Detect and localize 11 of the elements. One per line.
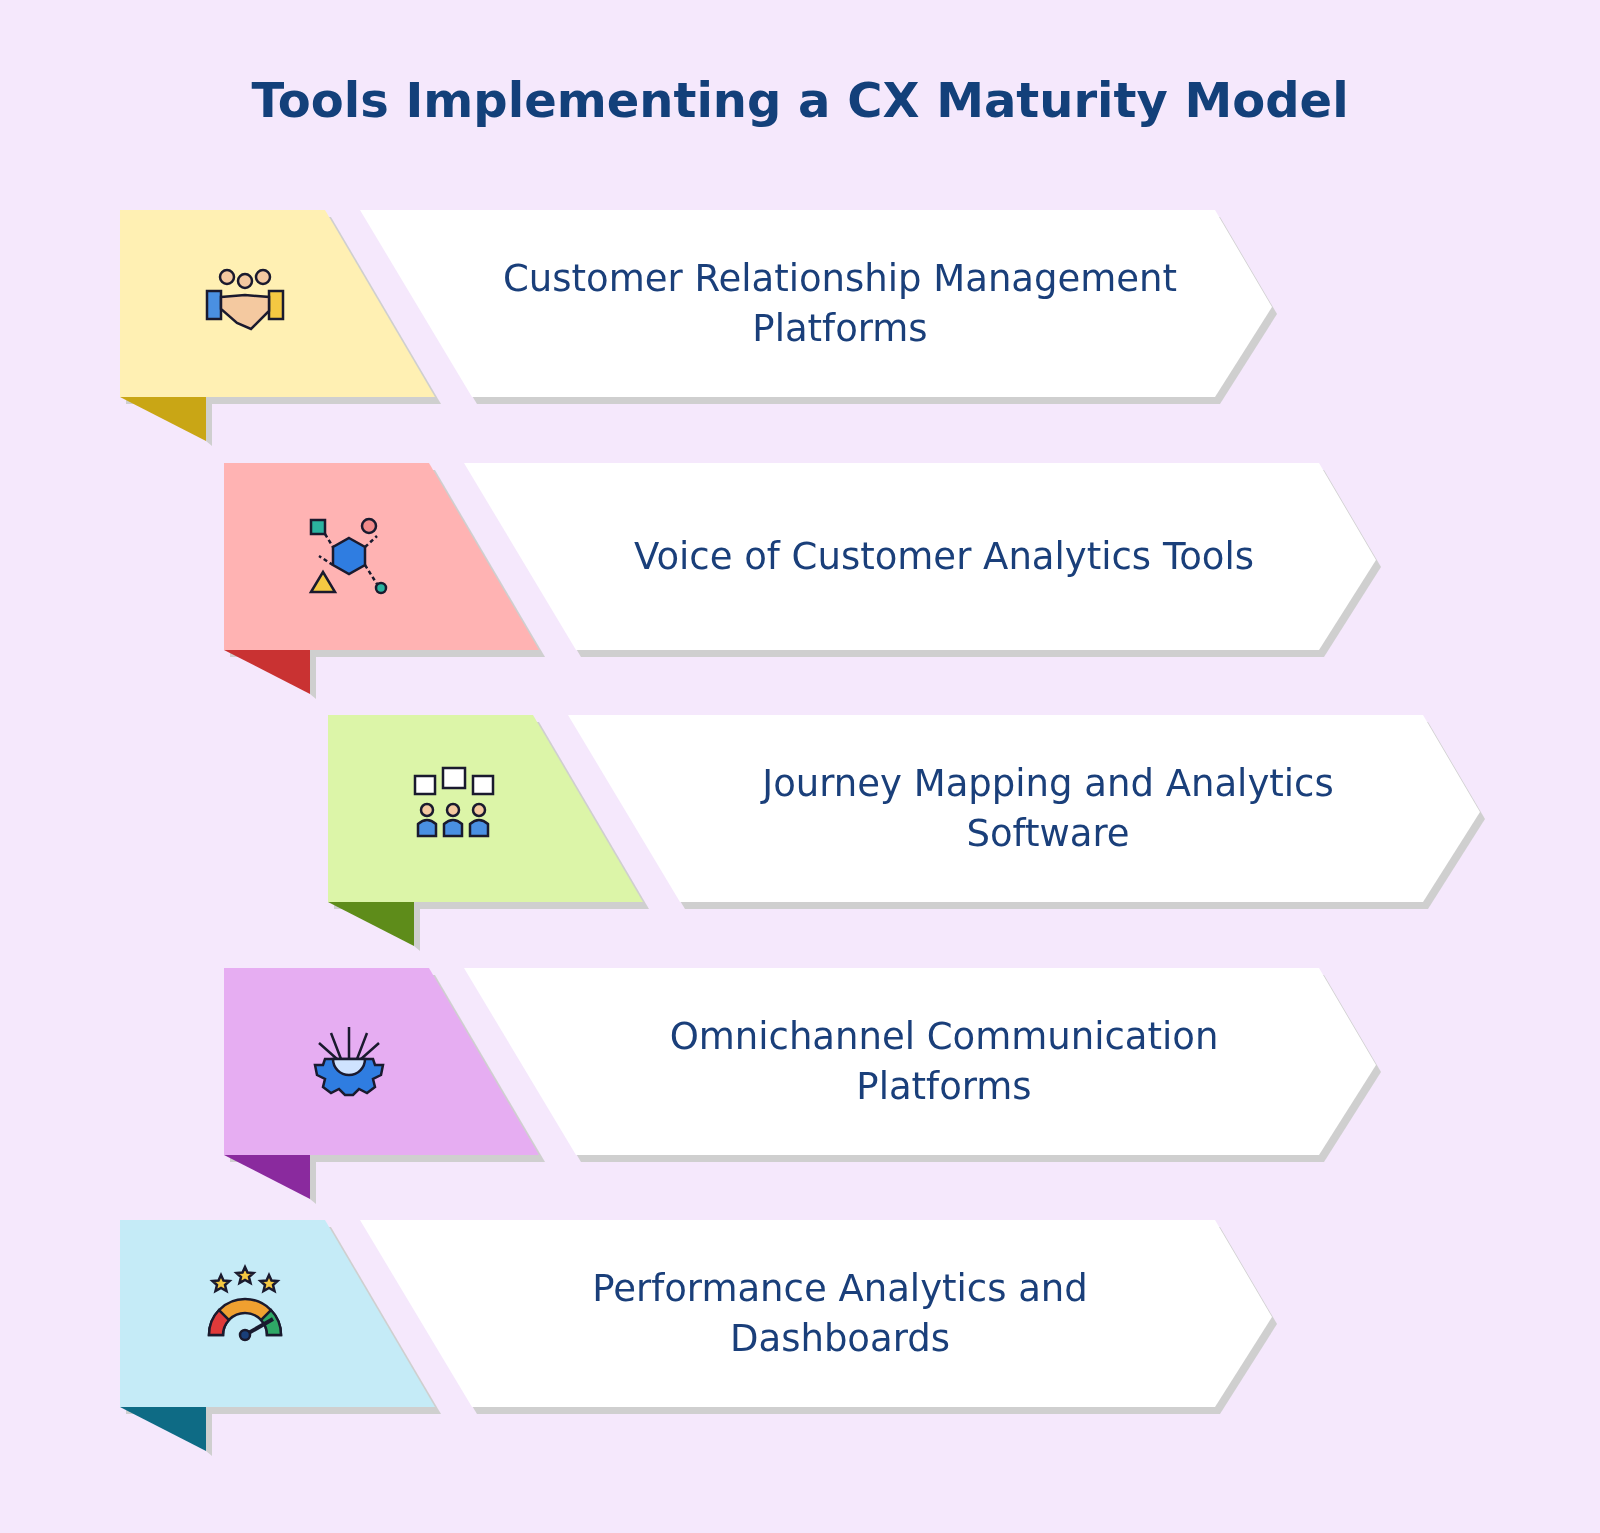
banner-text: Voice of Customer Analytics Tools bbox=[633, 533, 1255, 580]
chevron-banner bbox=[360, 210, 1280, 406]
chevron-banner bbox=[568, 715, 1488, 911]
banner-text: Performance Analytics and Dashboards bbox=[591, 1265, 1089, 1362]
banner-text: Omnichannel Communication Platforms bbox=[668, 1013, 1220, 1110]
chevron-banner bbox=[464, 463, 1384, 659]
chevron-banner bbox=[360, 1220, 1280, 1416]
title: Tools Implementing a CX Maturity Model bbox=[250, 72, 1350, 128]
banner-text: Journey Mapping and Analytics Software bbox=[759, 760, 1335, 857]
banner-text: Customer Relationship Management Platforms bbox=[501, 255, 1179, 352]
chevron-banner bbox=[464, 968, 1384, 1164]
